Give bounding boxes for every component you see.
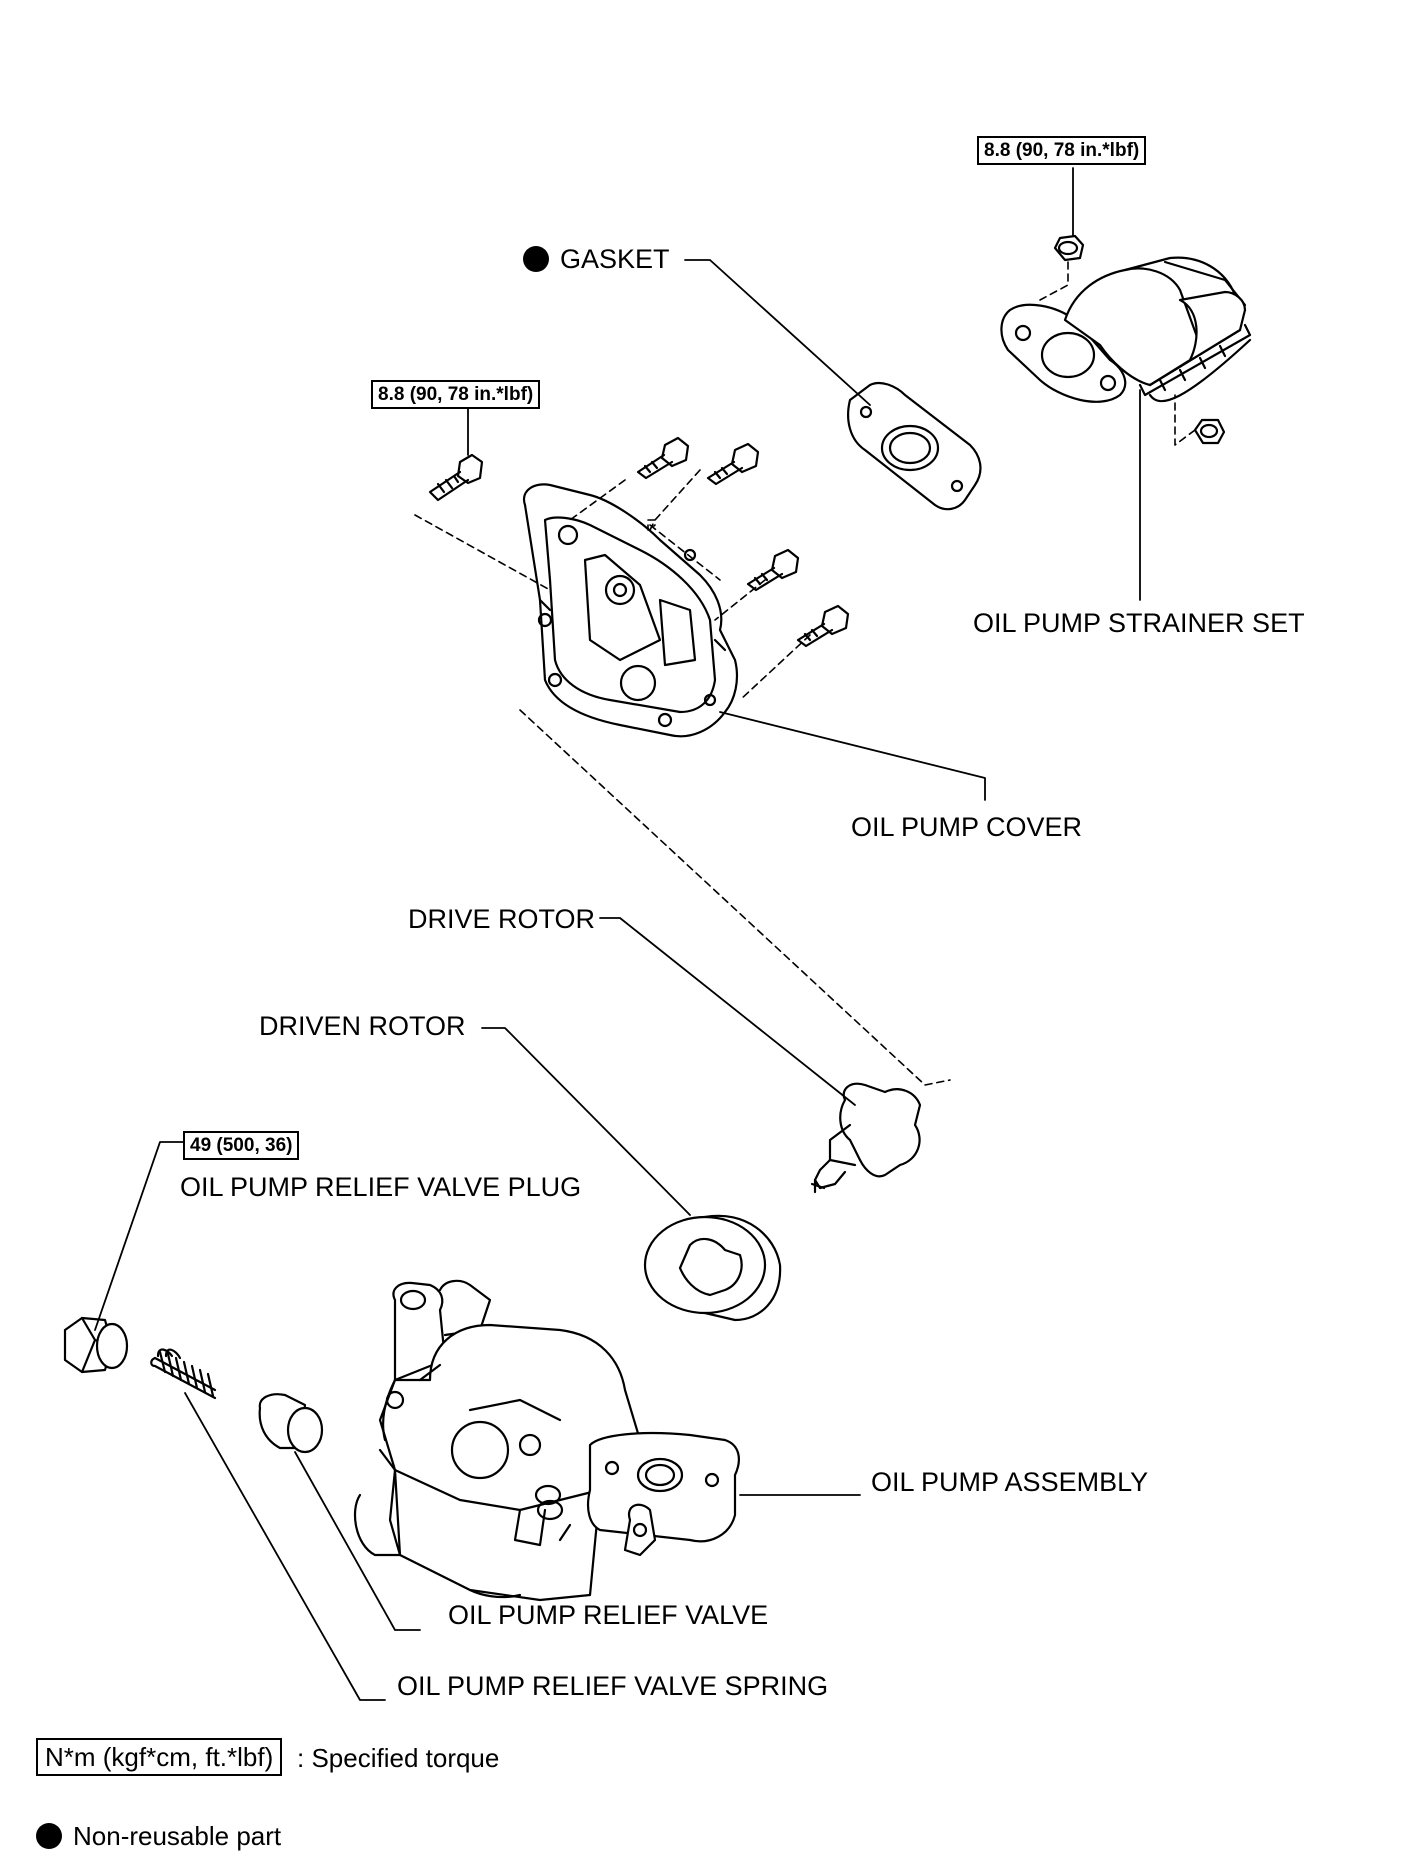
relief-valve-spring-part: [150, 1348, 386, 1701]
legend-non-reusable-text: Non-reusable part: [73, 1821, 282, 1851]
label-oil-pump-relief-valve: OIL PUMP RELIEF VALVE: [448, 1600, 769, 1630]
torque-value: 8.8 (90, 78 in.*lbf): [378, 384, 534, 405]
label-oil-pump-relief-valve-spring: OIL PUMP RELIEF VALVE SPRING: [397, 1671, 829, 1701]
legend-torque-units: N*m (kgf*cm, ft.*lbf): [36, 1738, 283, 1776]
torque-spec-strainer: 8.8 (90, 78 in.*lbf): [977, 136, 1147, 165]
oil-pump-cover-part: [414, 469, 986, 1086]
label-oil-pump-cover: OIL PUMP COVER: [851, 812, 1083, 842]
relief-valve-plug-part: [63, 1141, 184, 1374]
relief-valve-part: [258, 1393, 421, 1631]
drive-rotor-part: [599, 917, 922, 1194]
legend-torque-units-text: N*m (kgf*cm, ft.*lbf): [45, 1742, 274, 1772]
non-reusable-marker: [523, 246, 549, 272]
legend-non-reusable-marker: [36, 1823, 62, 1849]
label-oil-pump-strainer-set: OIL PUMP STRAINER SET: [973, 608, 1305, 638]
torque-spec-plug: 49 (500, 36): [183, 1131, 300, 1160]
label-gasket: GASKET: [560, 244, 670, 274]
label-oil-pump-relief-valve-plug: OIL PUMP RELIEF VALVE PLUG: [180, 1172, 582, 1202]
oil-pump-strainer-set: [1000, 167, 1252, 601]
label-oil-pump-assembly: OIL PUMP ASSEMBLY: [871, 1467, 1149, 1497]
oil-pump-assembly-part: [353, 1279, 861, 1602]
torque-spec-cover: 8.8 (90, 78 in.*lbf): [371, 380, 541, 409]
driven-rotor-part: [481, 1027, 782, 1322]
legend-torque-desc: : Specified torque: [297, 1743, 500, 1773]
label-driven-rotor: DRIVEN ROTOR: [259, 1011, 466, 1041]
torque-value: 8.8 (90, 78 in.*lbf): [984, 140, 1140, 161]
cover-bolts: [428, 399, 850, 648]
gasket-part: [684, 259, 982, 511]
torque-value: 49 (500, 36): [190, 1135, 293, 1156]
label-drive-rotor: DRIVE ROTOR: [408, 904, 596, 934]
